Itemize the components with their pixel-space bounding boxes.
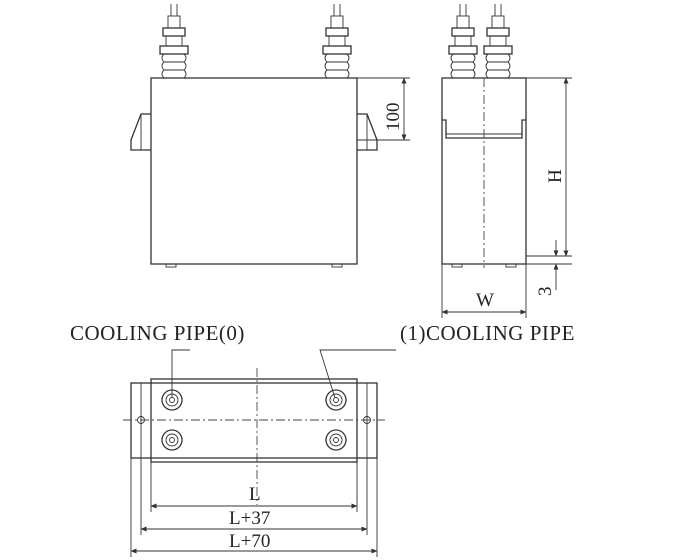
leader-left <box>171 349 190 398</box>
side-right-terminal <box>483 4 513 79</box>
dim-L37-label: L+37 <box>229 508 270 529</box>
dim-100-label: 100 <box>383 103 404 132</box>
front-left-bracket <box>130 113 151 151</box>
top-terminal-bottom-left <box>161 429 183 451</box>
front-left-terminal <box>159 4 189 79</box>
top-terminal-top-left <box>161 389 183 411</box>
leader-right <box>319 349 396 399</box>
top-base-plate <box>130 382 378 459</box>
dim-3-label: 3 <box>535 287 556 297</box>
side-view: H 3 W <box>441 4 572 318</box>
dim-H-label: H <box>545 169 566 183</box>
front-right-terminal <box>322 4 352 79</box>
front-view: 100 <box>130 4 410 268</box>
top-terminal-top-right <box>325 389 347 411</box>
side-left-terminal <box>448 4 478 79</box>
top-view: L L+37 L+70 <box>123 349 396 557</box>
cooling-pipe-left-label: COOLING PIPE(0) <box>70 321 245 345</box>
top-capacitor-body <box>150 378 358 463</box>
top-terminal-bottom-right <box>325 429 347 451</box>
dim-L-label: L <box>249 484 261 505</box>
dim-W-label: W <box>476 290 494 311</box>
front-capacitor-body <box>150 77 358 265</box>
dim-L70-label: L+70 <box>229 531 270 552</box>
cooling-pipe-right-label: (1)COOLING PIPE <box>400 321 575 345</box>
